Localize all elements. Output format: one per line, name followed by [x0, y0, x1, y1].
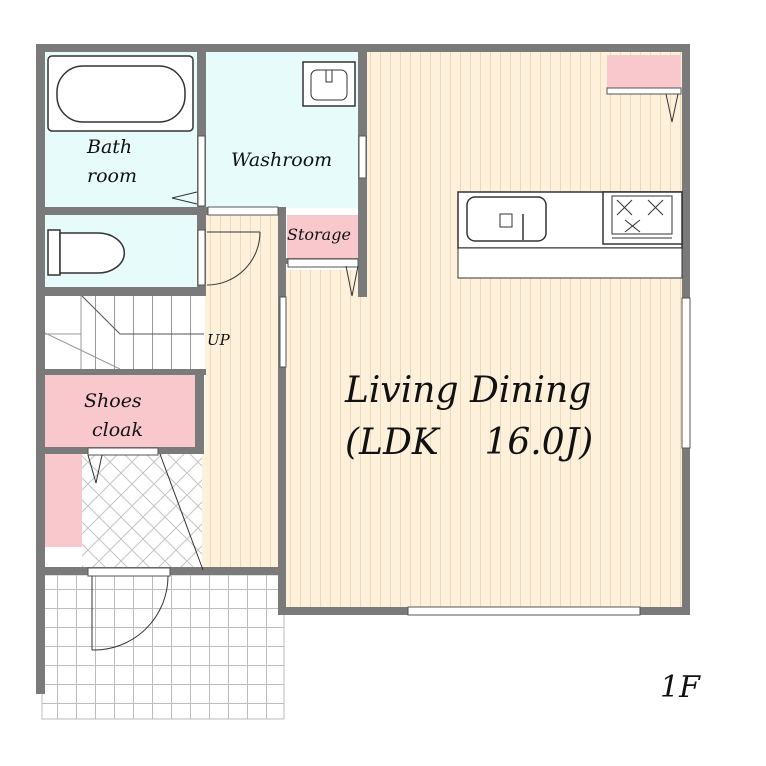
bathtub-icon [47, 55, 194, 132]
stair-treads [81, 296, 204, 369]
kitchen-shelf [607, 55, 681, 88]
bath-room-label-line2: room [87, 165, 137, 187]
stair-landing [44, 296, 121, 370]
stair-arrow [81, 295, 204, 335]
stove-icon [602, 191, 683, 245]
floor-label: 1F [660, 670, 701, 705]
ldk-label-line1: Living Dining [344, 370, 591, 411]
ldk-label-line2: (LDK 16.0J) [345, 422, 593, 463]
ldk-floor-lower [280, 270, 370, 612]
ldk-floor [363, 52, 686, 612]
washroom-label: Washroom [231, 149, 332, 171]
shoe-shelf [45, 453, 82, 547]
porch-floor [41, 574, 285, 720]
entrance-floor [82, 454, 202, 569]
shoes-cloak-floor [45, 373, 201, 448]
storage-label: Storage [287, 225, 351, 244]
wash-basin-icon [302, 61, 356, 107]
hall-floor [205, 208, 280, 573]
kitchen-sink-icon [466, 196, 547, 242]
storage-floor [287, 215, 359, 262]
stairs-up-label: UP [207, 331, 231, 349]
entry-edge [159, 453, 204, 571]
doors [87, 93, 679, 651]
toilet-icon [47, 229, 126, 276]
bath-room-label-line1: Bath [86, 136, 132, 158]
shoes-cloak-label-line2: cloak [92, 419, 143, 441]
shoes-cloak-label-line1: Shoes [84, 390, 142, 412]
windows [87, 87, 691, 616]
